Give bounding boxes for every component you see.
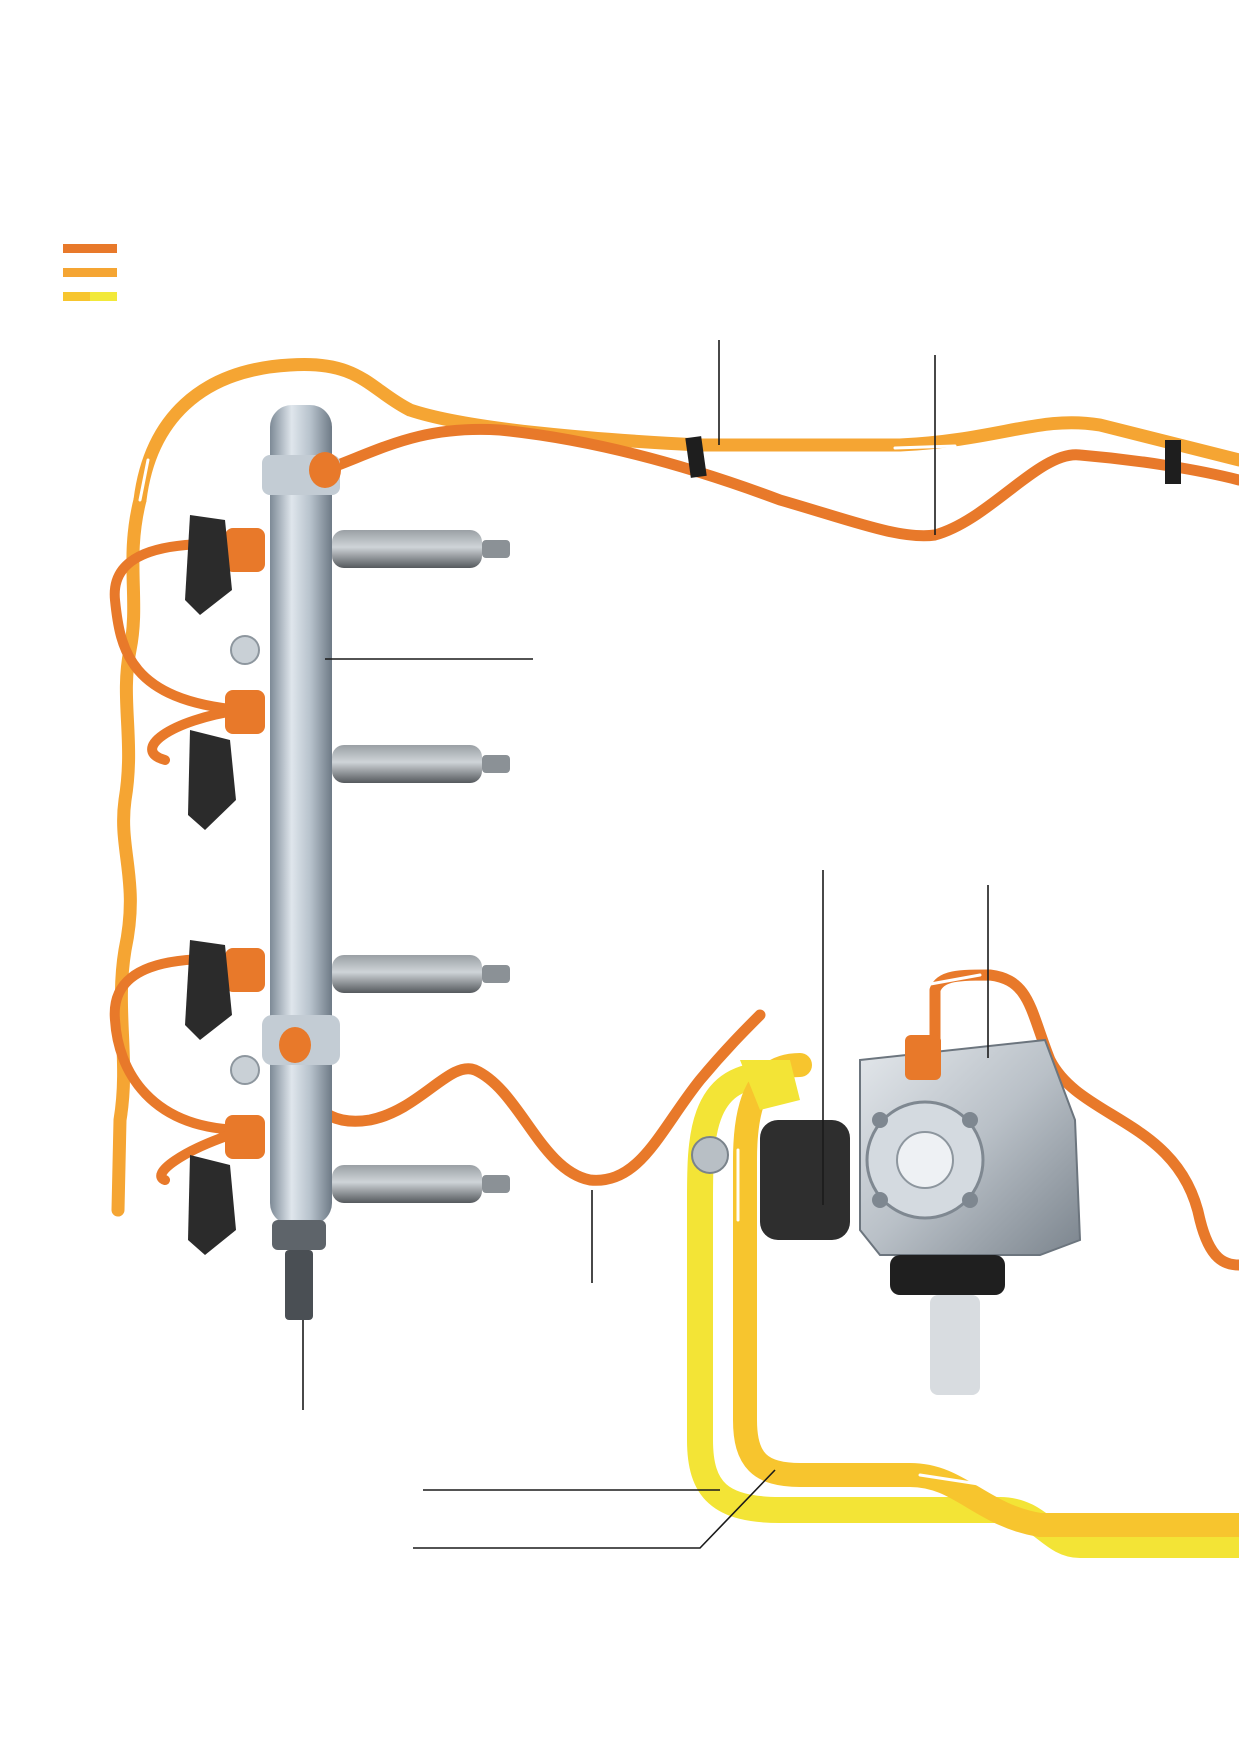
return-flow-arrow-2: [138, 458, 150, 502]
hp-line-inj-3: [109, 953, 250, 1135]
hp-line-inj-1: [109, 538, 250, 715]
line-clamp-1: [685, 436, 707, 478]
hp-flow-arrow-2: [923, 973, 982, 987]
line-clamp-2: [1165, 440, 1181, 484]
return-line-injectors: [111, 493, 147, 1217]
supply-flow-arrow-3: [943, 1538, 1022, 1547]
rail-pressure-sensor: [272, 1220, 326, 1320]
return-flow-arrow-1: [893, 444, 957, 450]
injector-3: [185, 940, 510, 1040]
common-rail: [230, 405, 341, 1225]
legend-swatch-supply: [63, 292, 117, 301]
return-line-top: [133, 357, 1239, 507]
legend-swatch-return: [63, 268, 117, 277]
leader-supply-return: [413, 1469, 776, 1549]
hp-line-inj-4: [156, 1125, 250, 1185]
legend-swatch-high-pressure: [63, 244, 117, 253]
injector-2: [188, 690, 510, 830]
leader-lines: [302, 340, 989, 1549]
hp-line-inj-2: [147, 705, 245, 765]
hp-line-rail-to-top: [319, 423, 1239, 542]
supply-flow-arrow-4: [918, 1473, 987, 1487]
return-lines: [111, 357, 1239, 1217]
hp-line-pump-to-rail: [289, 1009, 766, 1186]
injector-1: [185, 515, 510, 615]
injectors: [185, 515, 510, 1255]
high-pressure-pump: [691, 1035, 1082, 1395]
injector-4: [188, 1115, 510, 1255]
